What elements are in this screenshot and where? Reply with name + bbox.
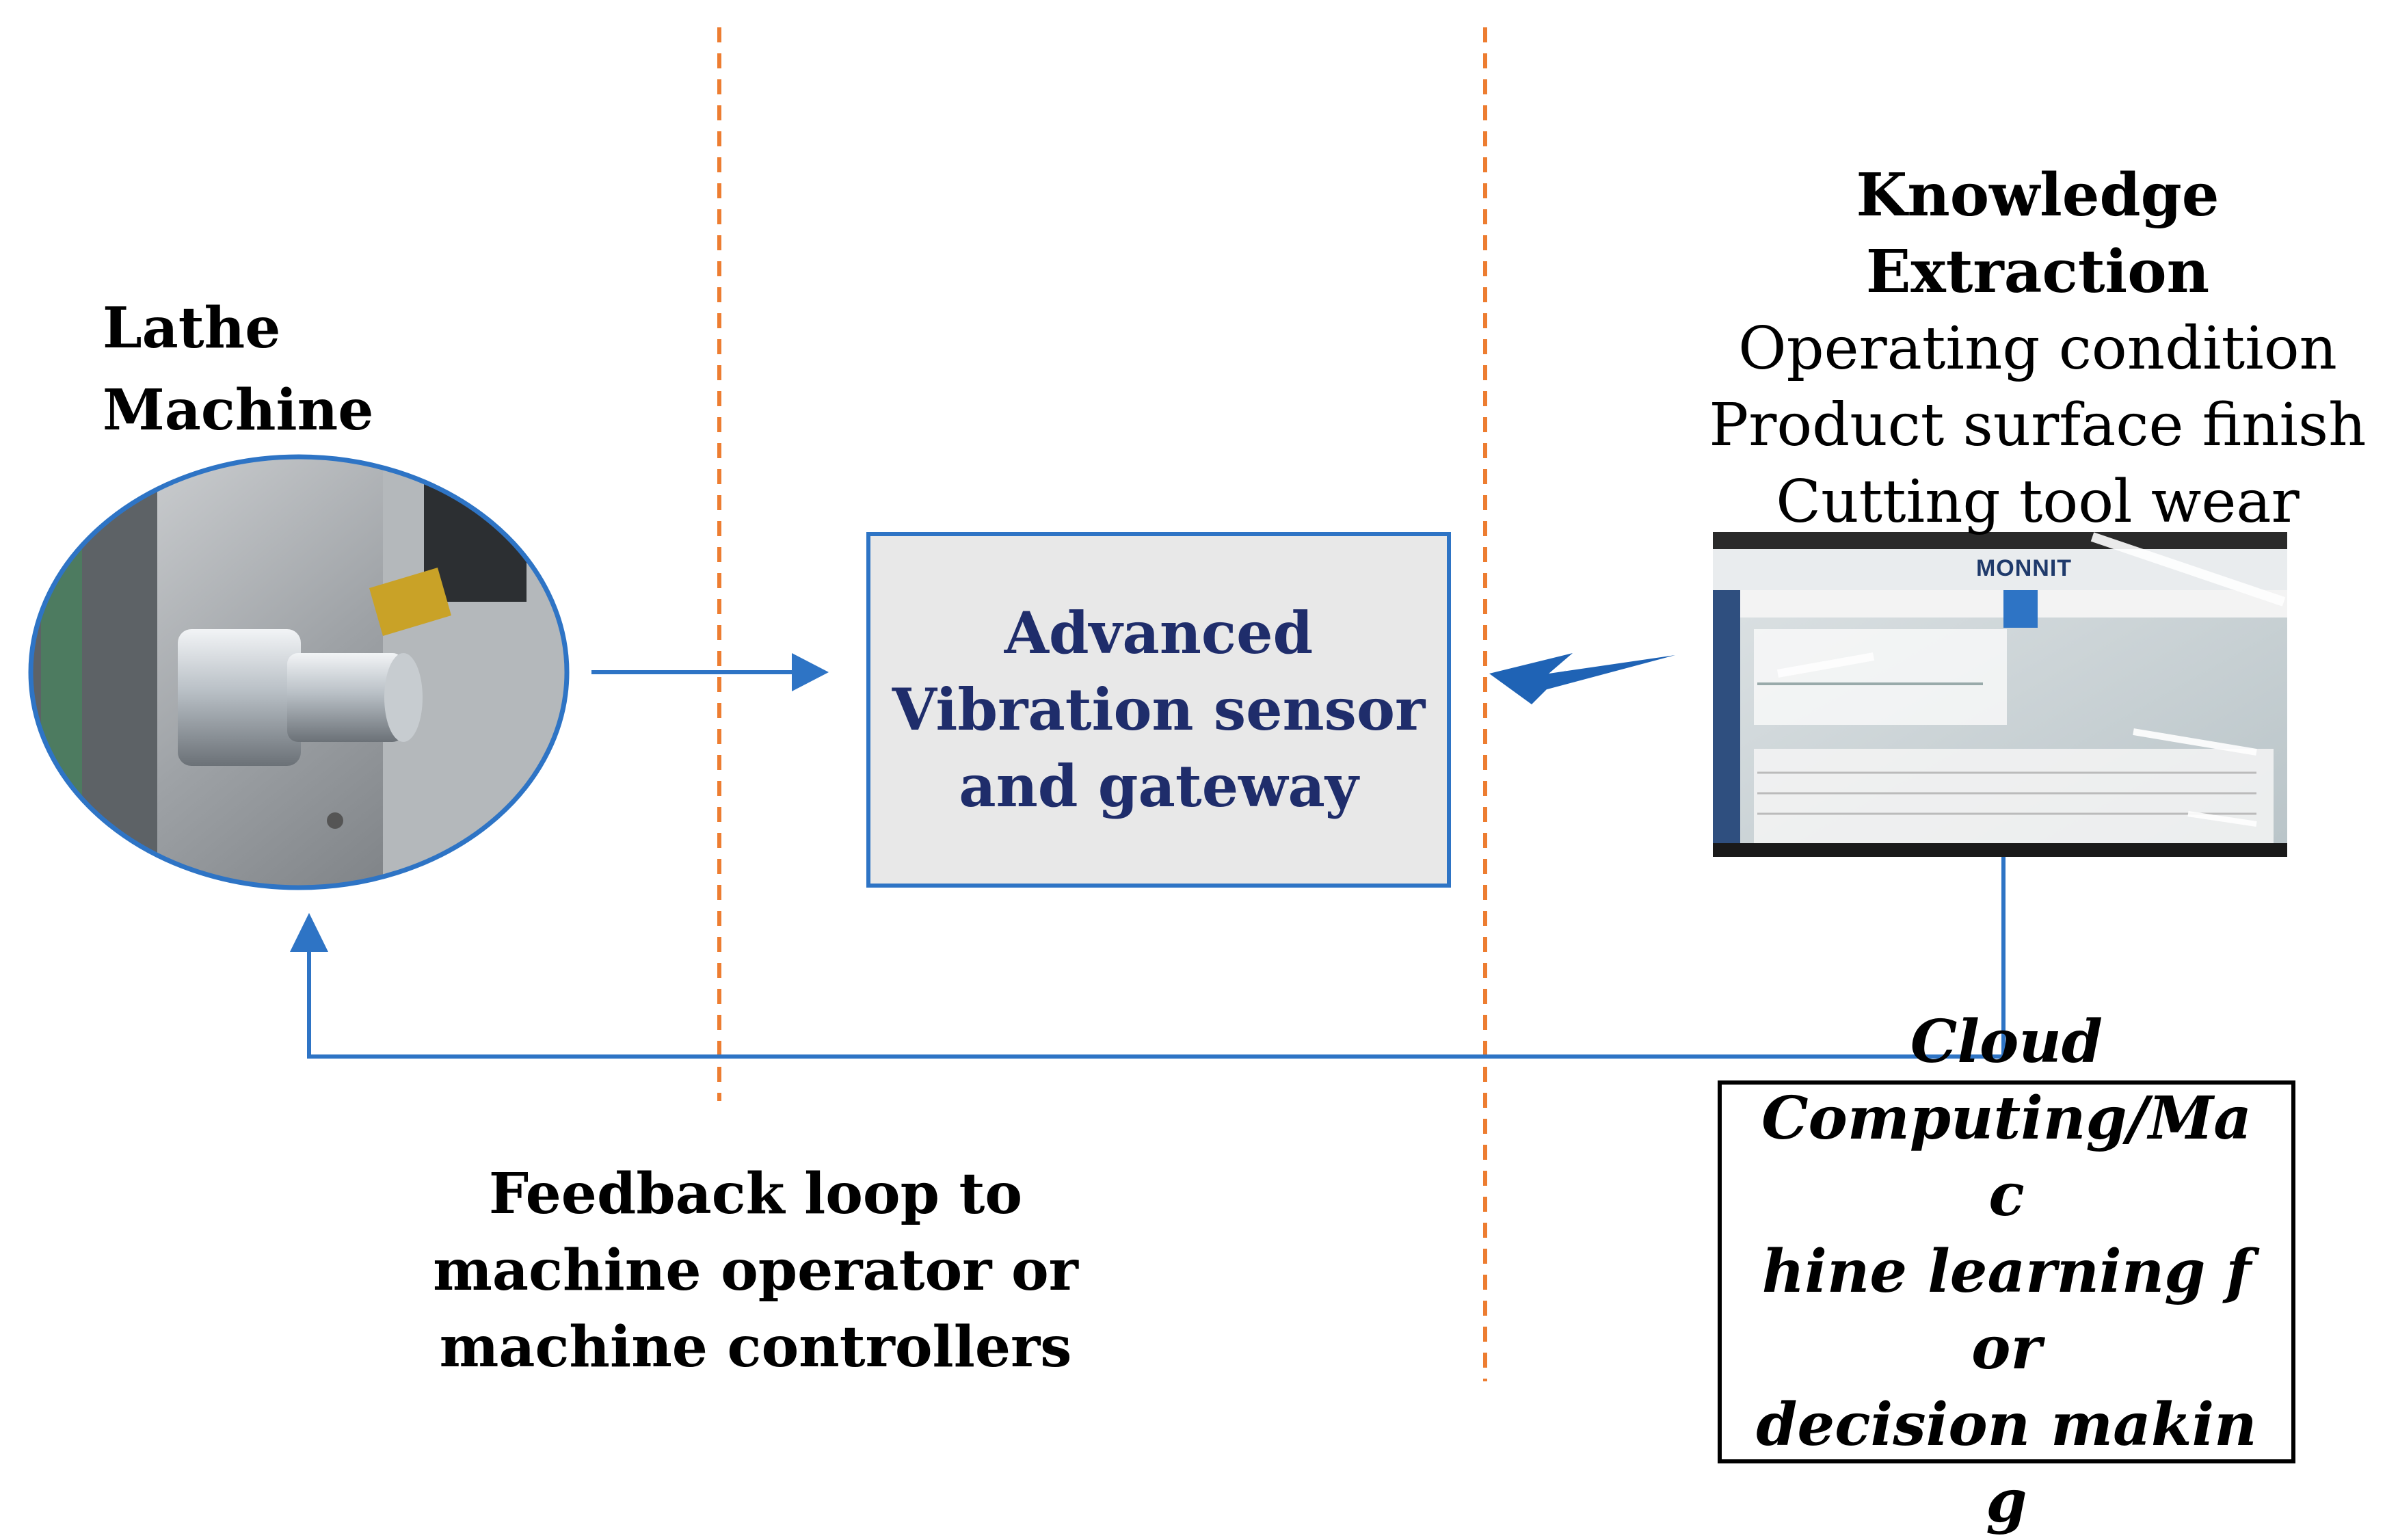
lathe-machine-label: Lathe Machine: [103, 295, 374, 443]
feedback-line: machine operator or: [433, 1238, 1078, 1303]
sensor-box-line: and gateway: [959, 752, 1359, 820]
dashboard-screenshot: [1713, 532, 2287, 857]
cloud-ml-box: Cloud Computing/Mac hine learning for de…: [1718, 1007, 2295, 1536]
sensor-gateway-box: Advanced Vibration sensor and gateway: [866, 532, 1451, 888]
arrow-head-up: [290, 913, 328, 952]
diagram-graphics: [28, 27, 2287, 1381]
cloud-box-line: decision making: [1756, 1390, 2257, 1536]
sensor-box-line: Advanced: [1004, 599, 1314, 667]
feedback-line: machine controllers: [439, 1314, 1072, 1380]
knowledge-item: Cutting tool wear: [1776, 468, 2300, 536]
knowledge-item: Operating condition: [1738, 315, 2337, 383]
feedback-line: Feedback loop to: [488, 1161, 1023, 1227]
sensor-box-line: Vibration sensor: [892, 676, 1426, 743]
cloud-box-line: Cloud: [1910, 1007, 2103, 1076]
knowledge-extraction-title: Knowledge Extraction: [1856, 161, 2220, 306]
lathe-oval-border: [28, 454, 570, 890]
cloud-box-line: Computing/Mac: [1761, 1084, 2252, 1230]
feedback-loop-line: [307, 857, 2006, 1059]
feedback-loop-label: Feedback loop to machine operator or mac…: [410, 1156, 1101, 1385]
cloud-box-line: hine learning for: [1761, 1237, 2252, 1383]
dashboard-brand-logo: MONNIT: [1975, 555, 2073, 581]
arrow-head-right: [792, 653, 829, 691]
wireless-bolt-icon: [1489, 653, 1675, 704]
knowledge-extraction-block: Knowledge Extraction Operating condition…: [1682, 157, 2385, 540]
knowledge-item: Product surface finish: [1709, 391, 2367, 460]
